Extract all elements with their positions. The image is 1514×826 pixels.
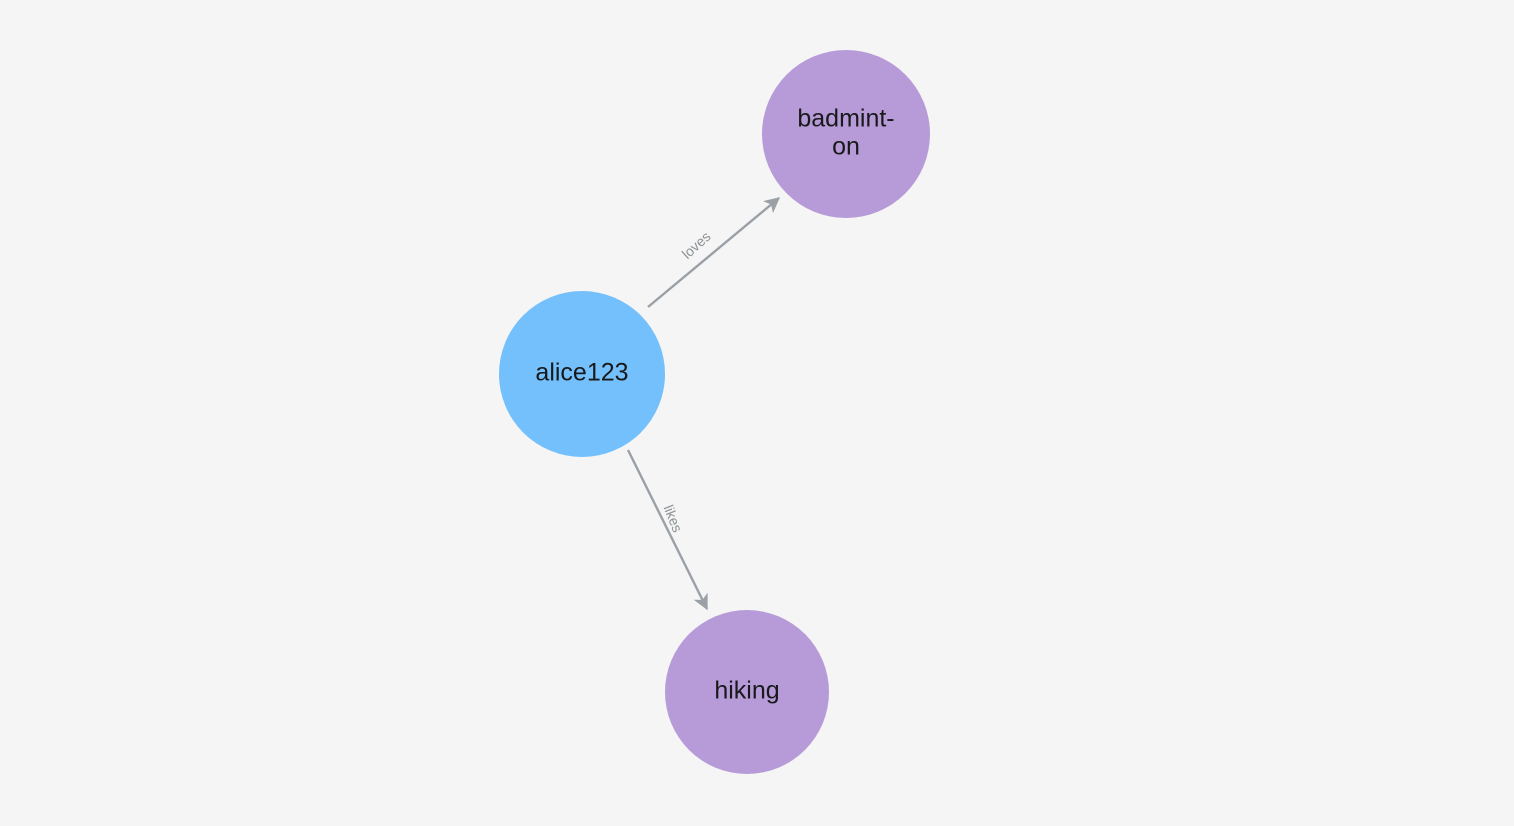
graph-edge[interactable] — [647, 197, 780, 308]
graph-node[interactable]: hiking — [665, 610, 829, 774]
graph-edge[interactable] — [626, 449, 709, 611]
node-circle-badminton[interactable] — [762, 50, 930, 218]
graph-node[interactable]: badmint-on — [762, 50, 930, 218]
node-circle-alice123[interactable] — [499, 291, 665, 457]
nodes-layer: alice123 badmint-on hiking — [499, 50, 930, 774]
edges-layer — [626, 197, 780, 611]
edge-label: likes — [661, 503, 686, 535]
graph-node[interactable]: alice123 — [499, 291, 665, 457]
node-circle-hiking[interactable] — [665, 610, 829, 774]
